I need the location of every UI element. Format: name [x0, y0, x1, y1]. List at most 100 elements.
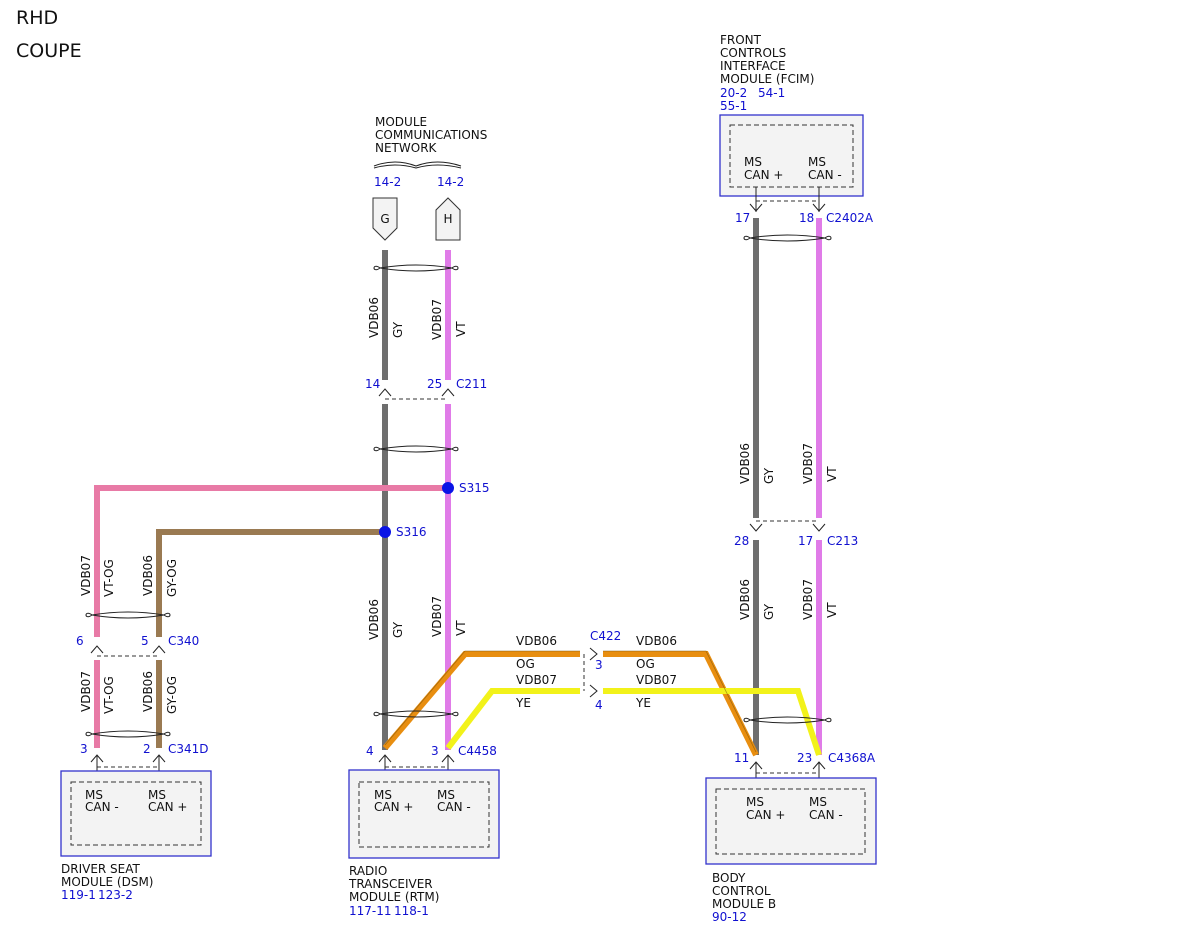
connector-arrow-icon	[378, 754, 392, 763]
wire-vt-og-upper	[94, 485, 448, 637]
c340-pin-right: 5	[141, 634, 149, 648]
c4458-pin-left: 4	[366, 744, 374, 758]
c341d-pin-right: 2	[143, 742, 151, 756]
c340-name[interactable]: C340	[168, 634, 199, 648]
dsm-ref-2[interactable]: 123-2	[98, 888, 133, 902]
bcmb-ref-1[interactable]: 90-12	[712, 910, 747, 924]
fcim-name-3: INTERFACE	[720, 59, 786, 73]
c2402a-pin-left: 17	[735, 211, 750, 225]
wire-label-vdb07: VDB07	[801, 579, 815, 620]
network-title-1: MODULE	[375, 115, 427, 129]
flag-g-icon	[372, 197, 398, 241]
dsm-ref-1[interactable]: 119-1	[61, 888, 96, 902]
wire-label-gy: GY	[762, 603, 776, 620]
fcim-pin-left-2: CAN +	[744, 168, 783, 182]
network-ref-h[interactable]: 14-2	[437, 175, 464, 189]
wires	[94, 218, 822, 757]
header-coupe: COUPE	[16, 40, 82, 62]
module-dsm-box[interactable]	[60, 770, 212, 857]
c422-pin-og: 3	[595, 658, 603, 672]
c340-pin-left: 6	[76, 634, 84, 648]
fcim-ref-1[interactable]: 20-2	[720, 86, 747, 100]
wire-label-gy: GY	[391, 321, 405, 338]
connector-c341d: 3 2 C341D	[80, 742, 209, 783]
c213-pin-right: 17	[798, 534, 813, 548]
twist-marker	[85, 730, 171, 738]
fcim-pin-right-1: MS	[808, 155, 826, 169]
splice-s315-label[interactable]: S315	[459, 481, 490, 495]
bcmb-name-2: CONTROL	[712, 884, 771, 898]
connector-arrow-icon	[589, 684, 598, 698]
connector-c4458: 4 3 C4458	[366, 744, 497, 782]
bcmb-pin-right-2: CAN -	[809, 808, 843, 822]
module-bcmb-box[interactable]	[705, 777, 877, 865]
flag-h-icon	[435, 197, 461, 241]
module-bcmb[interactable]: MS CAN + MS CAN -	[705, 777, 877, 865]
wire-label-vt: VT	[825, 602, 839, 618]
wire-ye-left	[445, 688, 580, 750]
dsm-name-1: DRIVER SEAT	[61, 862, 141, 876]
bcmb-pin-right-1: MS	[809, 795, 827, 809]
connector-arrow-icon	[152, 754, 166, 763]
module-rtm[interactable]: MS CAN + MS CAN -	[348, 769, 500, 859]
c2402a-name[interactable]: C2402A	[826, 211, 874, 225]
c4458-pin-right: 3	[431, 744, 439, 758]
module-fcim-box[interactable]	[719, 114, 864, 197]
dsm-pin-right-1: MS	[148, 788, 166, 802]
module-fcim[interactable]: MS CAN + MS CAN -	[719, 114, 864, 197]
wire-label-vt-og: VT-OG	[102, 676, 116, 714]
wire-label-vdb06: VDB06	[516, 634, 557, 648]
wire-label-vdb06: VDB06	[636, 634, 677, 648]
connector-arrow-icon	[378, 388, 392, 397]
c213-name[interactable]: C213	[827, 534, 858, 548]
c4368a-name[interactable]: C4368A	[828, 751, 876, 765]
network-title-3: NETWORK	[375, 141, 438, 155]
bcmb-name-1: BODY	[712, 871, 746, 885]
rtm-ref-1[interactable]: 117-11	[349, 904, 392, 918]
c341d-name[interactable]: C341D	[168, 742, 209, 756]
splice-s316-label[interactable]: S316	[396, 525, 427, 539]
c211-name[interactable]: C211	[456, 377, 487, 391]
network-block: MODULE COMMUNICATIONS NETWORK 14-2 14-2 …	[372, 115, 487, 241]
connector-arrow-icon	[749, 203, 763, 212]
dsm-pin-right-2: CAN +	[148, 800, 187, 814]
rtm-ref-2[interactable]: 118-1	[394, 904, 429, 918]
rtm-pin-left-2: CAN +	[374, 800, 413, 814]
fcim-pin-right-2: CAN -	[808, 168, 842, 182]
bcmb-pin-left-1: MS	[746, 795, 764, 809]
wire-label-vdb07: VDB07	[801, 443, 815, 484]
flag-h-label: H	[443, 212, 452, 226]
wire-label-vt-og: VT-OG	[102, 559, 116, 597]
wire-label-vdb06: VDB06	[141, 555, 155, 596]
c422-name[interactable]: C422	[590, 629, 621, 643]
connector-c2402a: 17 18 C2402A	[735, 187, 874, 225]
module-dsm[interactable]: MS CAN - MS CAN +	[60, 770, 212, 857]
fcim-ref-2[interactable]: 54-1	[758, 86, 785, 100]
c211-pin-left: 14	[365, 377, 380, 391]
connector-arrow-icon	[441, 754, 455, 763]
wire-label-gy-og: GY-OG	[165, 559, 179, 597]
connector-c422: VDB06 OG VDB07 YE C422 3 4 VDB06 OG VDB0…	[515, 629, 677, 712]
c4458-name[interactable]: C4458	[458, 744, 497, 758]
c213-pin-left: 28	[734, 534, 749, 548]
wire-label-og: OG	[636, 657, 655, 671]
fcim-ref-3[interactable]: 55-1	[720, 99, 747, 113]
connector-arrow-icon	[90, 645, 104, 654]
twist-markers	[85, 234, 832, 738]
splice-s315-dot	[442, 482, 454, 494]
wire-label-vdb07: VDB07	[79, 555, 93, 596]
wire-label-gy: GY	[391, 621, 405, 638]
rtm-name-3: MODULE (RTM)	[349, 890, 439, 904]
network-ref-g[interactable]: 14-2	[374, 175, 401, 189]
connector-arrow-icon	[441, 388, 455, 397]
wire-label-vt: VT	[825, 466, 839, 482]
wire-gy-og-upper	[156, 529, 385, 637]
wire-label-vdb06: VDB06	[738, 443, 752, 484]
wire-label-ye: YE	[635, 696, 651, 710]
connector-arrow-icon	[90, 754, 104, 763]
dsm-pin-left-2: CAN -	[85, 800, 119, 814]
twist-marker	[373, 445, 459, 453]
c4368a-pin-left: 11	[734, 751, 749, 765]
module-rtm-box[interactable]	[348, 769, 500, 859]
